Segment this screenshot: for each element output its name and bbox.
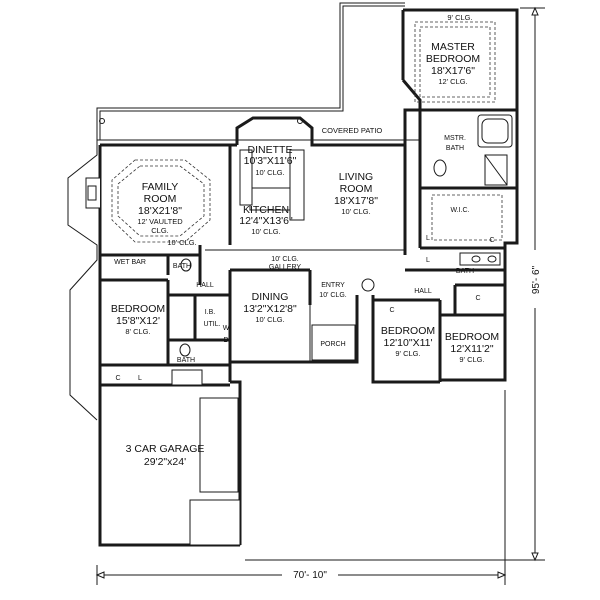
family-room-name2: ROOM xyxy=(144,193,177,205)
dining-name: DINING xyxy=(252,291,289,303)
util-label: UTIL. xyxy=(203,321,220,328)
hall-left-label: HALL xyxy=(196,282,214,289)
family-room-size: 18'X21'8" xyxy=(138,205,182,217)
kitchen-ceiling: 10' CLG. xyxy=(251,227,280,236)
master-bedroom-size: 18'X17'6" xyxy=(431,65,475,77)
master-bedroom-name: MASTER xyxy=(431,41,475,53)
bedroom2-size: 12'10"X11' xyxy=(384,337,433,349)
dryer-mark: D xyxy=(223,337,228,344)
closet-mark-2: C xyxy=(389,307,394,314)
ib-label: I.B. xyxy=(205,309,216,316)
master-ceiling-top: 9' CLG. xyxy=(447,13,472,22)
dinette-size: 10'3"X11'6" xyxy=(244,155,297,167)
gallery-label: GALLERY xyxy=(269,264,301,271)
dimension-width: 70'- 10" xyxy=(95,390,507,585)
dimension-depth: 95'- 6" xyxy=(245,6,545,562)
closet-mark-3: C xyxy=(475,295,480,302)
exterior-walls xyxy=(98,8,519,547)
family-room-ceiling2: CLG. xyxy=(151,226,169,235)
bedroom1-name: BEDROOM xyxy=(111,303,165,315)
linen-mark-2: L xyxy=(426,235,430,242)
living-room-size: 18'X17'8" xyxy=(334,195,378,207)
family-room-ceiling-low: 10' CLG. xyxy=(167,238,196,247)
room-labels: 9' CLG. MASTER BEDROOM 18'X17'6" 12' CLG… xyxy=(111,13,499,468)
entry-ceiling: 10' CLG. xyxy=(319,292,346,299)
dining-size: 13'2"X12'8" xyxy=(243,303,297,315)
living-room-ceiling: 10' CLG. xyxy=(341,207,370,216)
covered-patio-label: COVERED PATIO xyxy=(322,126,383,135)
family-room-name: FAMILY xyxy=(142,181,179,193)
hall-right-label: HALL xyxy=(414,288,432,295)
kitchen-size: 12'4"X13'6" xyxy=(239,215,293,227)
interior-walls xyxy=(100,108,517,387)
fireplace xyxy=(85,177,100,209)
linen-mark-3: L xyxy=(138,375,142,382)
mstr-bath-label2: BATH xyxy=(446,145,464,152)
dinette-ceiling: 10' CLG. xyxy=(255,168,284,177)
closet-mark-4: C xyxy=(489,237,494,244)
kitchen-name: KITCHEN xyxy=(243,204,289,216)
bay-outline xyxy=(67,140,98,421)
bedroom3-size: 12'X11'2" xyxy=(450,343,493,355)
entry-label: ENTRY xyxy=(321,282,345,289)
bath-left-label: BATH xyxy=(177,357,195,364)
bedroom2-name: BEDROOM xyxy=(381,325,435,337)
garage-name: 3 CAR GARAGE xyxy=(126,443,205,455)
linen-mark-1: L xyxy=(426,257,430,264)
bedroom3-name: BEDROOM xyxy=(445,331,499,343)
porch-label: PORCH xyxy=(320,341,345,348)
bedroom3-ceiling: 9' CLG. xyxy=(459,355,484,364)
washer-mark: W xyxy=(223,325,230,332)
master-bedroom-ceiling: 12' CLG. xyxy=(438,77,467,86)
bath-right-label: BATH xyxy=(456,268,474,275)
bedroom1-ceiling: 8' CLG. xyxy=(125,327,150,336)
fixtures xyxy=(111,21,513,546)
family-room-ceiling: 12' VAULTED xyxy=(137,217,183,226)
bedroom2-ceiling: 9' CLG. xyxy=(395,349,420,358)
dinette-name: DINETTE xyxy=(248,144,293,156)
wet-bar-label: WET BAR xyxy=(114,259,146,266)
family-bath-label: BATH xyxy=(173,263,191,270)
dining-ceiling: 10' CLG. xyxy=(255,315,284,324)
width-dimension: 70'- 10" xyxy=(293,570,327,581)
bedroom1-size: 15'8"X12' xyxy=(116,315,160,327)
mstr-bath-label: MSTR. xyxy=(444,135,466,142)
garage-size: 29'2"x24' xyxy=(144,456,186,468)
gallery-ceiling: 10' CLG. xyxy=(271,256,298,263)
wic-label: W.I.C. xyxy=(450,207,469,214)
master-bedroom-name2: BEDROOM xyxy=(426,53,480,65)
living-room-name2: ROOM xyxy=(340,183,373,195)
closet-mark-1: C xyxy=(115,375,120,382)
living-room-name: LIVING xyxy=(339,171,373,183)
depth-dimension: 95'- 6" xyxy=(531,265,542,294)
